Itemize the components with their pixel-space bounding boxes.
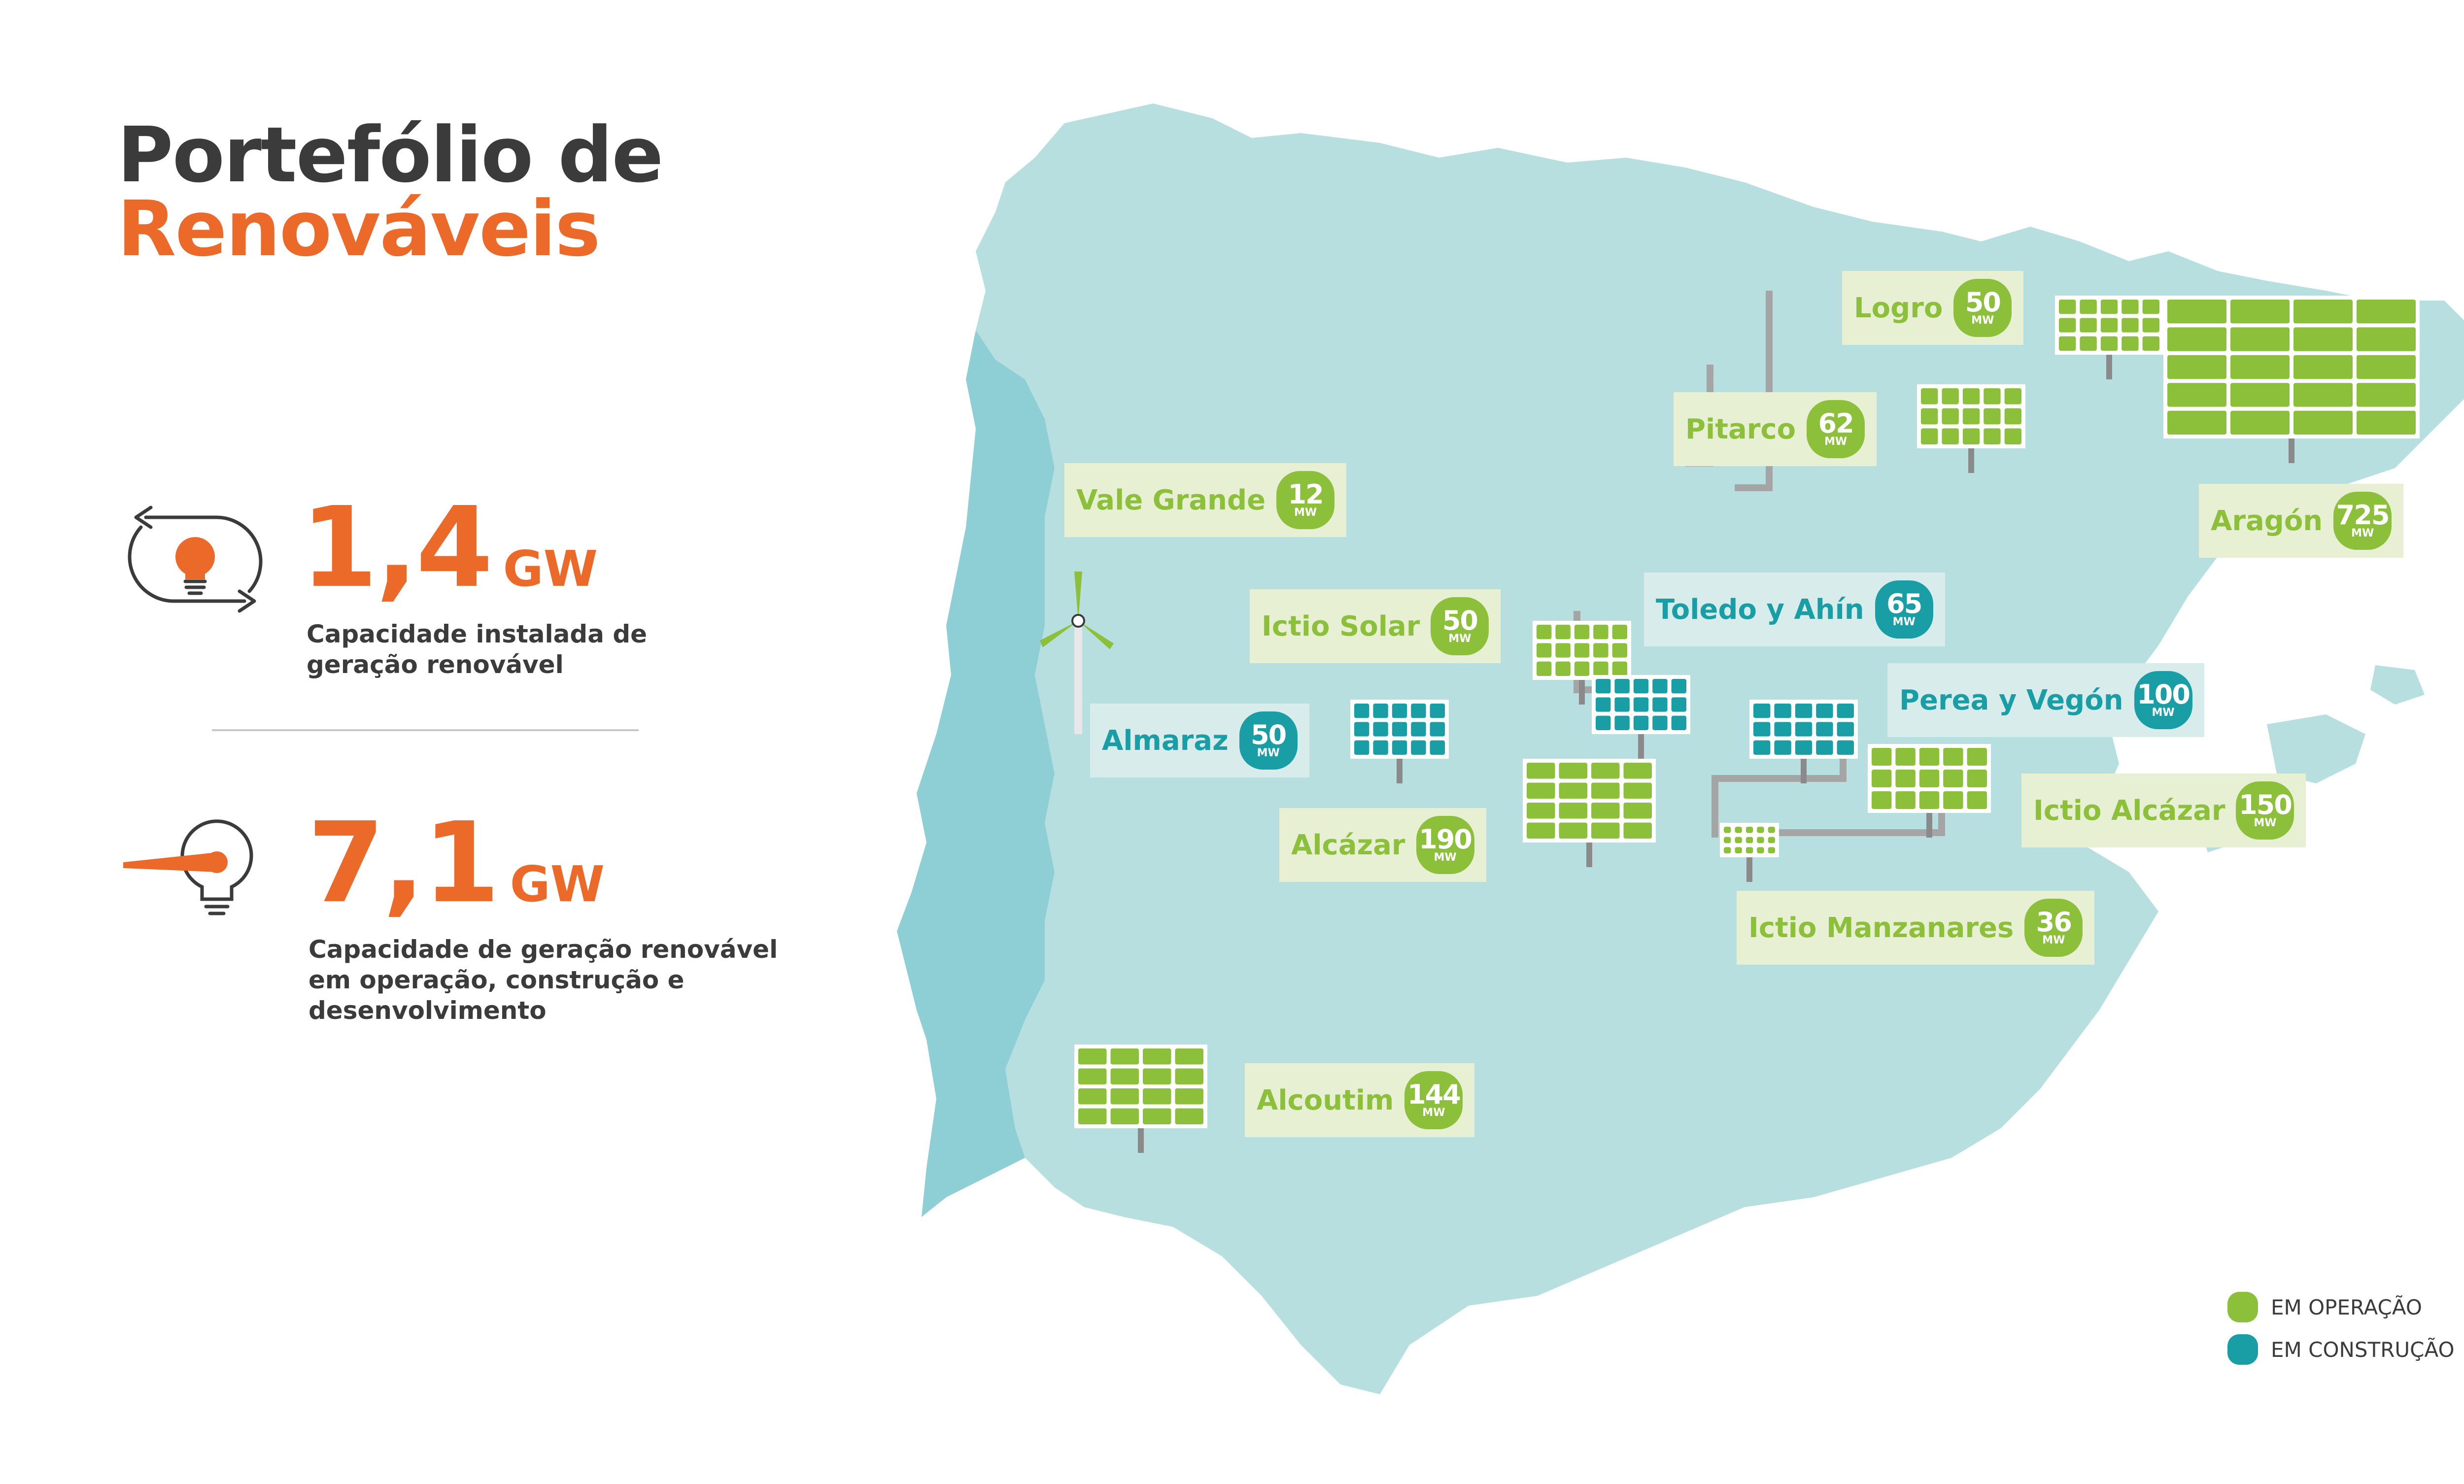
solar-panel-icon (1749, 700, 1858, 783)
project-name: Logro (1854, 292, 1943, 324)
badge-unit: MW (1892, 616, 1916, 628)
badge-unit: MW (1448, 633, 1472, 645)
solar-panel-icon (1350, 700, 1449, 783)
lightbulb-pipe-icon (123, 819, 253, 915)
project-name: Alcázar (1291, 829, 1405, 861)
legend-label: EM OPERAÇÃO (2271, 1295, 2422, 1319)
badge-unit: MW (1434, 851, 1457, 864)
stat-installed-desc-wrap: Capacidade instalada de geração renováve… (307, 619, 750, 680)
project-name: Almaraz (1102, 724, 1229, 757)
solar-panel-icon (1074, 1045, 1207, 1153)
legend-item-construction: EM CONSTRUÇÃO (2227, 1328, 2455, 1371)
project-name: Alcoutim (1257, 1084, 1394, 1116)
badge-unit: MW (1422, 1107, 1445, 1119)
title-line-1: Portefólio de (117, 110, 663, 200)
solar-panel-icon (1720, 823, 1779, 882)
badge-value: 50 (1251, 719, 1287, 750)
stat-portfolio-value: 7,1 (308, 799, 500, 928)
solar-panel-icon (2055, 296, 2163, 379)
badge-value: 36 (2036, 907, 2072, 938)
badge-value: 725 (2336, 500, 2390, 531)
project-name: Toledo y Ahín (1656, 593, 1864, 626)
badge-unit: MW (2042, 934, 2065, 946)
badge-value: 50 (1965, 287, 2001, 318)
badge-unit: MW (2254, 817, 2277, 829)
badge-value: 50 (1442, 605, 1478, 636)
solar-panel-icon (2163, 296, 2420, 463)
project-name: Pitarco (1685, 413, 1796, 445)
badge-value: 150 (2239, 789, 2293, 820)
page-title: Portefólio de Renováveis (117, 110, 663, 273)
badge-value: 100 (2137, 679, 2190, 710)
wind-turbine-icon (1040, 572, 1114, 734)
legend-swatch (2227, 1292, 2258, 1322)
badge-value: 62 (1818, 408, 1854, 439)
portugal-region (897, 330, 1055, 1217)
legend-label: EM CONSTRUÇÃO (2271, 1337, 2455, 1362)
project-name: Ictio Alcázar (2033, 794, 2225, 827)
solar-panel-icon (1592, 675, 1690, 759)
solar-panel-icon (1868, 744, 1991, 838)
project-name: Ictio Manzanares (1748, 911, 2014, 944)
badge-value: 144 (1407, 1079, 1461, 1110)
solar-panel-icon (1917, 384, 2025, 473)
stat-portfolio-description: Capacidade de geração renovável em opera… (308, 935, 778, 1025)
project-name: Vale Grande (1076, 484, 1266, 516)
badge-unit: MW (1971, 314, 1994, 327)
stat-portfolio-desc-wrap: Capacidade de geração renovável em opera… (308, 934, 791, 1026)
solar-panel-icon (1533, 621, 1631, 705)
badge-value: 65 (1886, 588, 1922, 619)
badge-unit: MW (2351, 527, 2374, 540)
stat-portfolio-unit: GW (510, 855, 605, 913)
solar-panel-icon (1523, 759, 1656, 867)
legend-swatch (2227, 1334, 2258, 1365)
project-name: Perea y Vegón (1899, 684, 2123, 716)
lightbulb-cycle-icon (128, 506, 263, 613)
stat-installed-description: Capacidade instalada de geração renováve… (307, 620, 648, 679)
title-line-2: Renováveis (117, 184, 601, 273)
badge-unit: MW (1257, 747, 1280, 759)
stat-installed-unit: GW (503, 540, 598, 598)
project-name: Ictio Solar (1262, 610, 1420, 642)
badge-value: 190 (1419, 824, 1472, 855)
badge-unit: MW (1824, 436, 1848, 448)
balearic-islands (2267, 714, 2365, 783)
badge-unit: MW (1294, 506, 1317, 519)
project-name: Aragón (2211, 505, 2323, 537)
legend: EM OPERAÇÃO EM CONSTRUÇÃO (2227, 1286, 2455, 1371)
stat-installed-value: 1,4 (301, 483, 493, 612)
badge-value: 12 (1288, 479, 1324, 510)
divider (212, 729, 639, 731)
legend-item-operation: EM OPERAÇÃO (2227, 1286, 2455, 1328)
badge-unit: MW (2152, 707, 2175, 719)
